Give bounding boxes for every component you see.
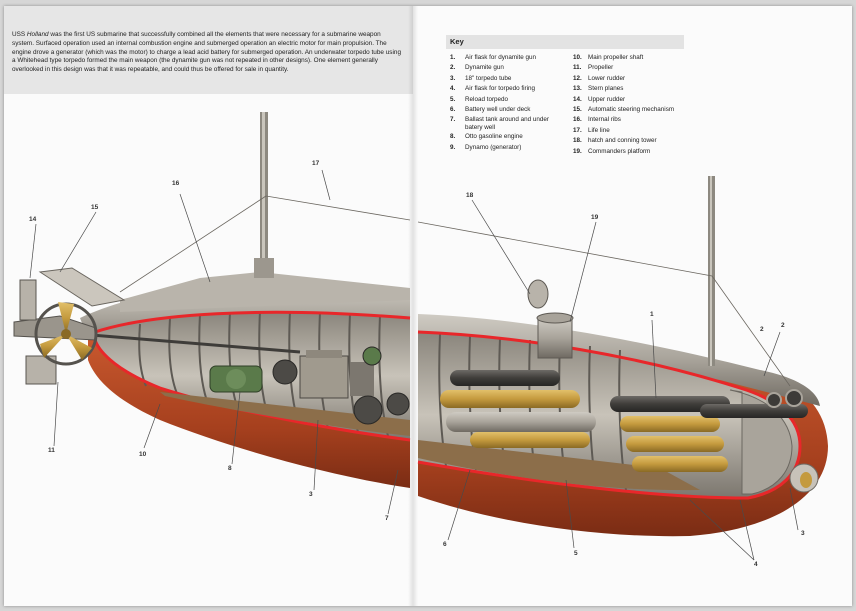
key-number: 3. <box>450 74 456 82</box>
intro-text-rest: was the first US submarine that successf… <box>12 31 401 74</box>
key-label: Ballast tank around and under batery wel… <box>465 116 550 131</box>
callout-8: 8 <box>228 465 232 472</box>
callout-2-top: 2 <box>781 322 785 329</box>
key-number: 5. <box>450 95 456 103</box>
stern-section <box>13 112 411 488</box>
stern-floor <box>160 392 410 436</box>
key-label: Internal ribs <box>588 116 621 124</box>
key-label: Air flask for dynamite gun <box>465 54 537 61</box>
callout-10: 10 <box>139 451 147 458</box>
stern-deck <box>120 272 410 312</box>
key-number: 13. <box>573 85 582 93</box>
reload-torpedoes <box>440 370 596 448</box>
key-label: Upper rudder <box>588 95 626 103</box>
callout-16: 16 <box>172 180 180 187</box>
bow-section <box>417 176 828 537</box>
key-label: Reload torpedo <box>465 95 509 103</box>
callout-2-hidden: 2 <box>760 326 764 333</box>
key-number: 4. <box>450 85 456 93</box>
stern-mast <box>254 112 274 278</box>
page-gutter <box>408 6 418 606</box>
key-number: 11. <box>573 64 582 72</box>
key-label: Dynamite gun <box>465 64 504 72</box>
key-number: 7. <box>450 116 456 124</box>
callout-7: 7 <box>385 515 389 522</box>
key-number: 12. <box>573 74 582 82</box>
callout-3-right: 3 <box>801 530 805 537</box>
key-label: Main propeller shaft <box>588 54 644 61</box>
key-number: 16. <box>573 116 582 124</box>
key-label: Life line <box>588 126 610 134</box>
steering-mechanism <box>38 267 126 307</box>
life-line <box>119 195 791 387</box>
callout-19: 19 <box>591 214 599 221</box>
key-label: Automatic steering mechanism <box>588 105 675 113</box>
callout-17: 17 <box>312 160 320 167</box>
callout-5: 5 <box>574 550 578 557</box>
intro-paragraph: USS Holland was the first US submarine t… <box>12 31 404 75</box>
key-number: 9. <box>450 143 456 151</box>
callout-15: 15 <box>91 204 99 211</box>
key-number: 8. <box>450 133 456 141</box>
key-label: Commanders platform <box>588 147 651 155</box>
key-number: 15. <box>573 105 582 113</box>
key-label: Stern planes <box>588 85 624 93</box>
intro-text-start: USS <box>12 31 27 38</box>
key-number: 19. <box>573 147 582 155</box>
engine-gears <box>272 346 410 425</box>
air-flasks <box>610 396 730 472</box>
callout-11: 11 <box>48 447 55 454</box>
key-label: Dynamo (generator) <box>465 143 522 151</box>
callout-18: 18 <box>466 192 474 199</box>
key-label: Otto gasoline engine <box>465 133 523 141</box>
key-number: 18. <box>573 137 582 145</box>
key-label: 18" torpedo tube <box>465 74 512 82</box>
key-title: Key <box>450 37 464 46</box>
key-number: 2. <box>450 64 456 72</box>
key-number: 14. <box>573 95 582 103</box>
key-label: Air flask for torpedo firing <box>465 85 535 93</box>
propeller <box>34 302 98 366</box>
callout-3-left: 3 <box>309 491 313 498</box>
key-number: 1. <box>450 54 456 61</box>
key-number: 17. <box>573 126 582 134</box>
key-label: Propeller <box>588 64 614 72</box>
bow-floor <box>418 440 700 491</box>
intro-ship-name: Holland <box>26 31 49 38</box>
upper-rudder <box>19 279 37 321</box>
key-header-bar <box>446 35 684 49</box>
callout-14: 14 <box>29 216 37 223</box>
bow-cut-line <box>417 330 802 500</box>
key-label: Lower rudder <box>588 74 626 82</box>
intro-band <box>4 6 413 94</box>
key-number: 10. <box>573 54 582 61</box>
callout-4: 4 <box>754 561 758 568</box>
key-label: Battery well under deck <box>465 105 531 113</box>
callout-6: 6 <box>443 541 447 548</box>
callout-leaders <box>29 169 799 561</box>
key-number: 6. <box>450 105 456 113</box>
dynamo-generator <box>209 365 263 393</box>
callout-1: 1 <box>650 311 654 318</box>
bow-tubes <box>700 389 819 493</box>
conning-tower <box>527 279 574 359</box>
otto-gasoline-engine <box>299 350 374 399</box>
key-label: hatch and conning tower <box>588 137 657 145</box>
bow-mast <box>708 176 715 366</box>
